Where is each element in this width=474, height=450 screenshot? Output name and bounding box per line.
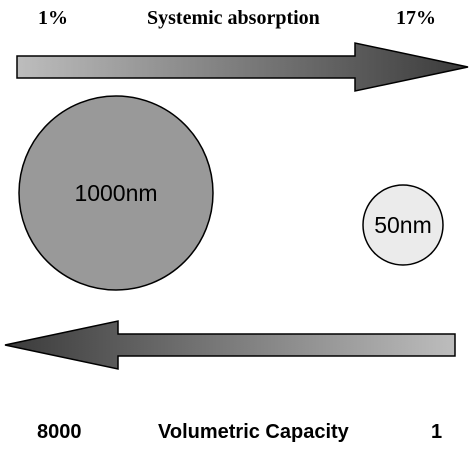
absorption-arrow-right xyxy=(16,42,469,92)
top-scale-title: Systemic absorption xyxy=(147,7,320,29)
top-right-value: 17% xyxy=(396,7,436,29)
bottom-right-value: 1 xyxy=(431,421,443,443)
top-left-value: 1% xyxy=(38,7,68,29)
bottom-scale-title: Volumetric Capacity xyxy=(158,421,349,443)
large-particle-label: 1000nm xyxy=(74,180,157,206)
small-particle-circle xyxy=(362,184,444,266)
capacity-arrow-left xyxy=(4,320,456,370)
small-particle-label: 50nm xyxy=(374,212,432,238)
bottom-left-value: 8000 xyxy=(37,421,82,443)
large-particle-circle xyxy=(18,95,214,291)
